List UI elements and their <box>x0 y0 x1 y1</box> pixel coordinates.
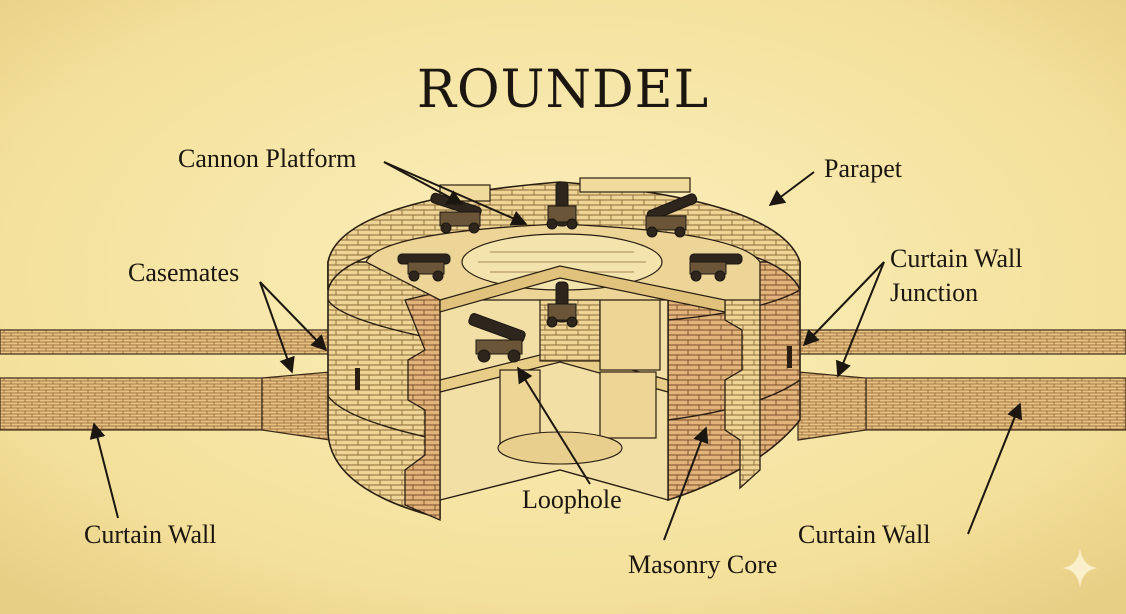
arrow-cannon-platform-a <box>383 161 464 205</box>
diagram-title: ROUNDEL <box>416 60 710 120</box>
arrow-parapet <box>768 171 815 206</box>
label-curtain-wall-left: Curtain Wall <box>84 520 217 549</box>
cannon-deck-left <box>397 253 451 282</box>
cannon-platform-right <box>645 193 698 238</box>
label-curtain-wall-junction-line2: Junction <box>890 278 979 307</box>
arrow-curtain-wall-right <box>967 402 1023 535</box>
arrow-junction-a <box>802 261 885 347</box>
cannon-platform-center <box>546 181 578 230</box>
label-cannon-platform: Cannon Platform <box>178 144 357 173</box>
cannons <box>397 181 743 363</box>
roundel-tower <box>327 177 801 521</box>
sparkle-icon <box>1062 548 1098 588</box>
label-loophole: Loophole <box>522 485 622 514</box>
curtain-wall-left-shape <box>0 329 331 441</box>
label-casemates: Casemates <box>128 258 240 287</box>
cannon-casemate-left <box>468 313 526 363</box>
arrow-junction-b <box>835 261 885 378</box>
arrow-masonry-core <box>663 426 709 541</box>
label-masonry-core: Masonry Core <box>628 550 778 579</box>
arrow-cannon-platform-b <box>383 161 528 226</box>
arrow-casemates-b <box>259 281 295 374</box>
leader-arrows <box>89 161 1023 541</box>
cannon-deck-right <box>689 253 743 282</box>
curtain-wall-right-shape <box>797 329 1126 441</box>
arrow-casemates-a <box>259 281 328 352</box>
label-parapet: Parapet <box>824 154 902 183</box>
label-curtain-wall-right: Curtain Wall <box>798 520 931 549</box>
cannon-casemate-center <box>546 281 578 328</box>
label-curtain-wall-junction-line1: Curtain Wall <box>890 244 1023 273</box>
arrow-curtain-wall-left <box>89 422 119 519</box>
arrow-loophole <box>517 366 591 485</box>
